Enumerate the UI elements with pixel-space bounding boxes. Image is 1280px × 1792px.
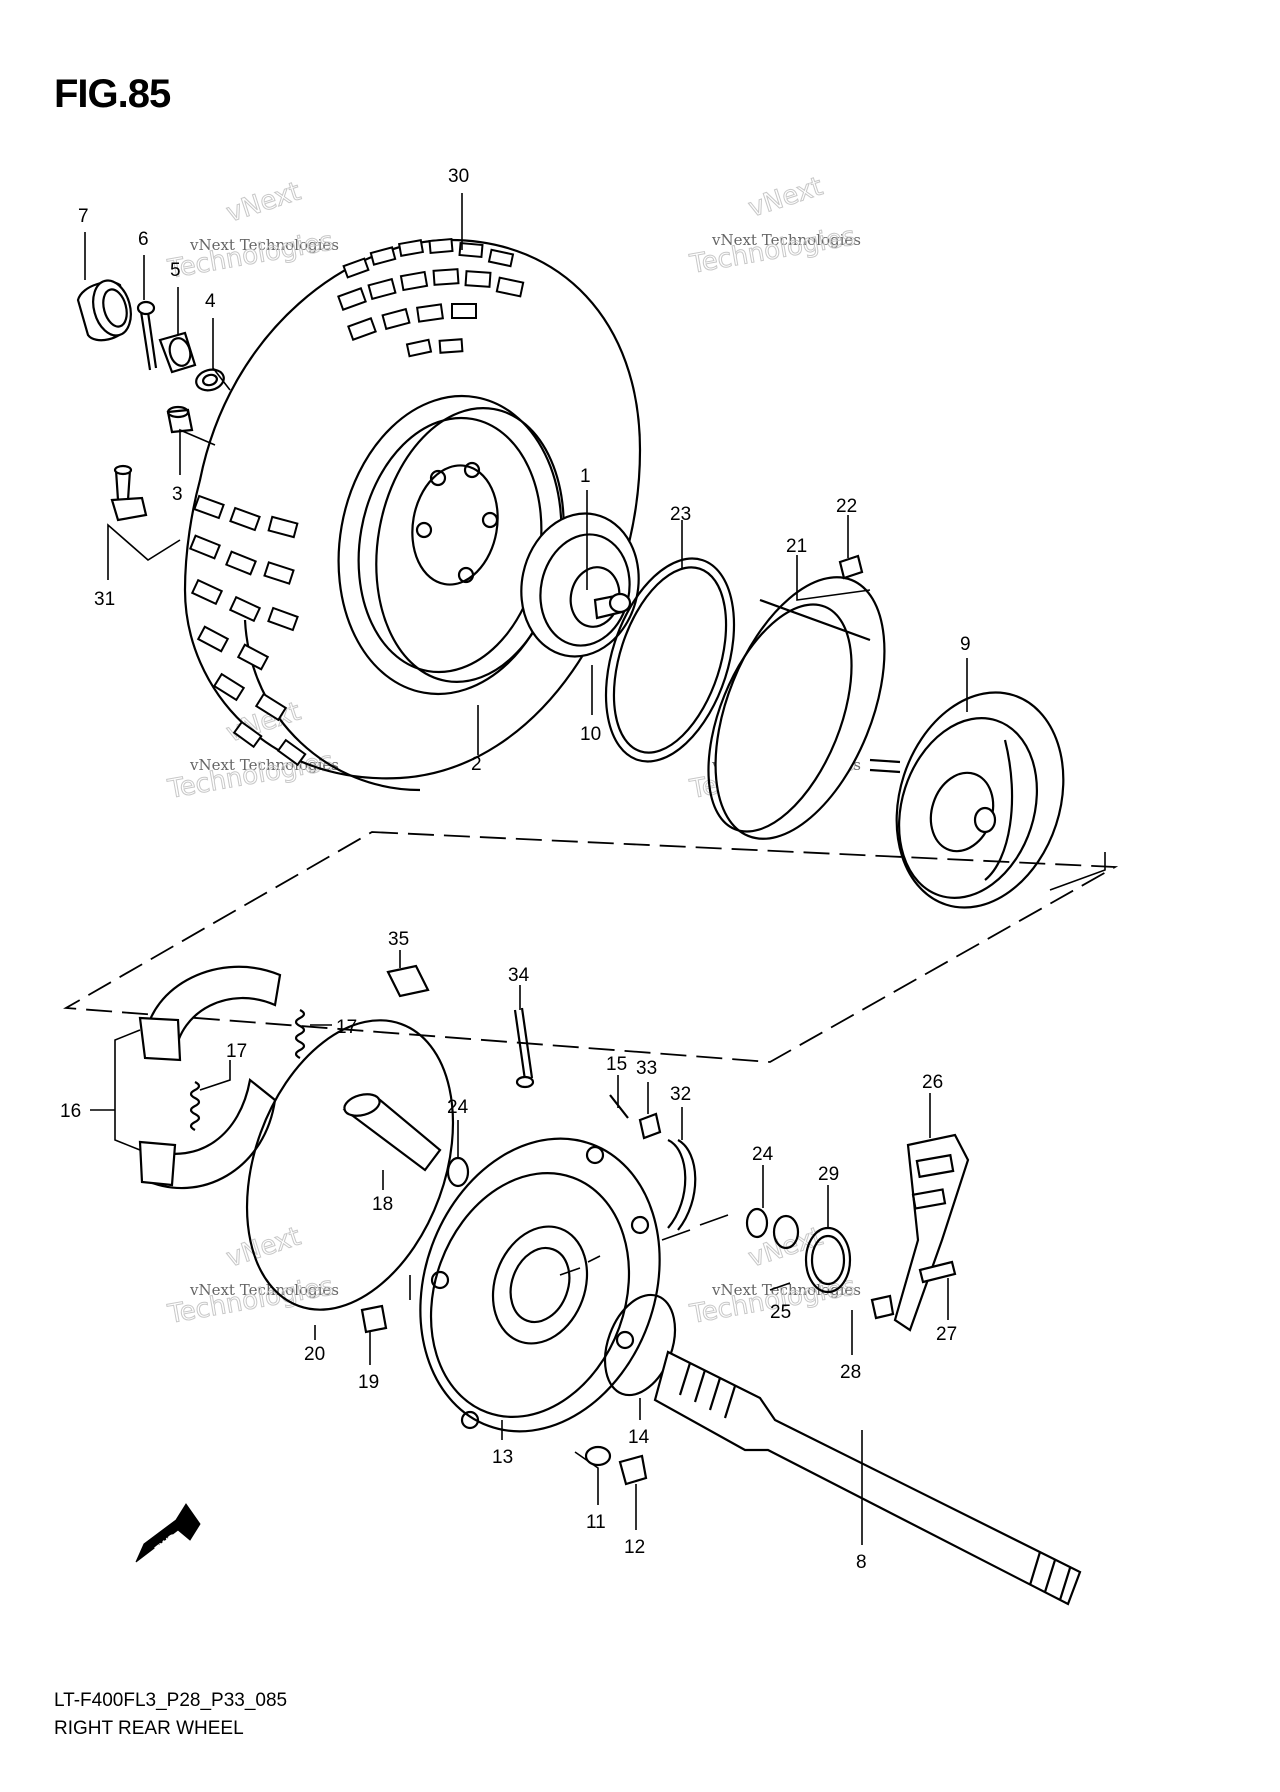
callout-18: 18 (372, 1194, 393, 1215)
callout-26: 26 (922, 1072, 943, 1093)
hose-32 (667, 1138, 697, 1231)
callout-21: 21 (786, 536, 807, 557)
callout-4: 4 (205, 291, 216, 312)
forward-arrow-icon: FWD (135, 1503, 201, 1563)
callout-7: 7 (78, 206, 89, 227)
brake-cam-lever (893, 1133, 970, 1332)
callout-20: 20 (304, 1344, 325, 1365)
callout-19: 19 (358, 1372, 379, 1393)
washer-11 (584, 1445, 612, 1467)
callout-32: 32 (670, 1084, 691, 1105)
bolt-22 (838, 554, 864, 580)
nut-28 (870, 1294, 895, 1320)
callout-1: 1 (580, 466, 591, 487)
brake-cam (342, 1093, 442, 1172)
callout-5: 5 (170, 260, 181, 281)
callout-10: 10 (580, 724, 601, 745)
brake-drum-cover (707, 576, 886, 840)
callout-2: 2 (471, 754, 482, 775)
callout-30: 30 (448, 166, 469, 187)
callout-14: 14 (628, 1427, 650, 1448)
o-ring (245, 1019, 455, 1311)
callout-8: 8 (856, 1552, 867, 1573)
castle-nut (158, 331, 197, 374)
cotter-pin (136, 300, 158, 371)
callout-9: 9 (960, 634, 971, 655)
exploded-section-outline (63, 831, 1119, 1063)
stud-bolt (869, 758, 901, 774)
bolt-19 (360, 1304, 388, 1334)
pin-15 (609, 1094, 629, 1119)
watermark-logo: vNext (223, 1222, 305, 1274)
callout-24b: 24 (752, 1144, 774, 1165)
wheel-nut (166, 405, 194, 434)
screw-33 (638, 1112, 662, 1140)
brake-drum (895, 691, 1065, 909)
callout-17a: 17 (336, 1017, 357, 1038)
callout-3: 3 (172, 484, 183, 505)
brake-shoe-lower (138, 1077, 277, 1190)
watermark-logo: vNext (745, 172, 827, 224)
callout-29: 29 (818, 1164, 839, 1185)
callout-33: 33 (636, 1058, 657, 1079)
callout-12: 12 (624, 1537, 645, 1558)
callout-31: 31 (94, 589, 115, 610)
callout-28: 28 (840, 1362, 861, 1383)
washer-25 (772, 1214, 800, 1250)
valve-stem (110, 464, 148, 522)
return-spring-17b (189, 1081, 201, 1131)
callout-6: 6 (138, 229, 149, 250)
return-spring-17a (294, 1009, 306, 1059)
watermark-text: vNext Technologies (189, 1281, 339, 1299)
callout-27: 27 (936, 1324, 957, 1345)
breather-pin (513, 1007, 535, 1089)
callout-16: 16 (60, 1101, 81, 1122)
brake-shoe-upper (138, 965, 282, 1062)
callout-15: 15 (606, 1054, 627, 1075)
callout-34: 34 (508, 965, 530, 986)
callout-24a: 24 (447, 1097, 469, 1118)
seal-ring (604, 557, 736, 763)
bolt-12 (618, 1454, 648, 1486)
callout-22: 22 (836, 496, 857, 517)
callouts: 30 7 6 5 4 3 31 1 2 10 23 22 21 9 35 34 … (60, 166, 971, 1573)
callout-13: 13 (492, 1447, 513, 1468)
diagram-name: RIGHT REAR WHEEL (54, 1718, 244, 1739)
watermark-text: vNext Technologies (711, 231, 861, 249)
hub-cap (76, 279, 132, 342)
wheel-hub (520, 512, 640, 658)
figure-title: FIG.85 (54, 72, 171, 116)
callout-25: 25 (770, 1302, 791, 1323)
callout-11: 11 (586, 1512, 606, 1533)
model-code: LT-F400FL3_P28_P33_085 (54, 1690, 288, 1711)
o-ring-24a (446, 1156, 470, 1188)
callout-23: 23 (670, 504, 691, 525)
clip (386, 964, 430, 998)
watermark-text: vNext Technologies (711, 1281, 861, 1299)
brake-panel (419, 1137, 661, 1433)
o-ring-24b (745, 1207, 769, 1239)
rear-axle-shaft (653, 1350, 1082, 1606)
bolt-27 (918, 1260, 957, 1284)
callout-35: 35 (388, 929, 409, 950)
washer (195, 368, 225, 392)
watermark-text: vNext Technologies (189, 236, 339, 254)
watermark-logo: vNext (223, 177, 305, 229)
callout-17b: 17 (226, 1041, 247, 1062)
leader-lines (84, 193, 1106, 1545)
